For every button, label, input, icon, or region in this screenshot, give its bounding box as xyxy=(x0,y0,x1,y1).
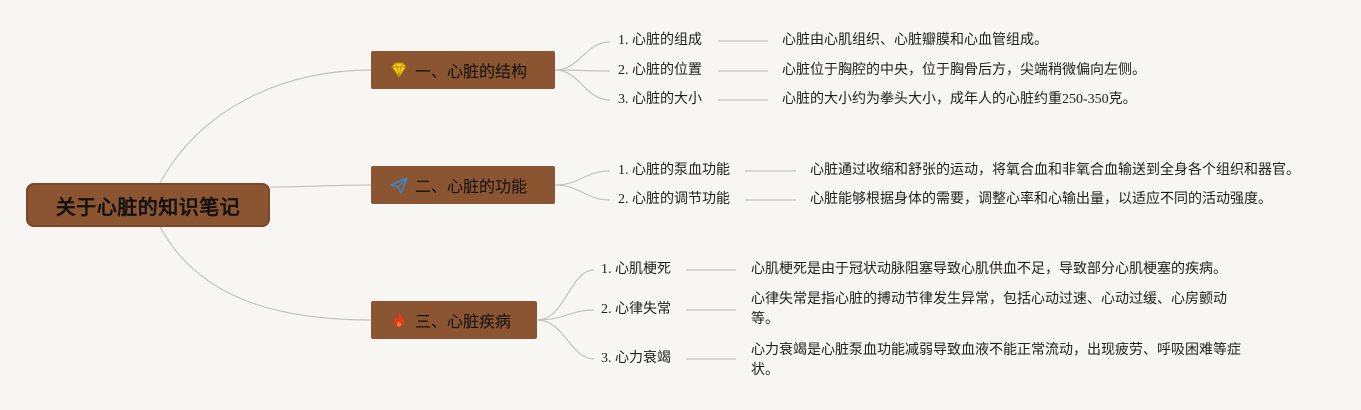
branch-title: 三、心脏疾病 xyxy=(415,312,512,331)
connector-b3-leaf-3 xyxy=(536,319,595,360)
connector-root-branch-1 xyxy=(159,69,373,184)
diamond-icon xyxy=(389,60,409,80)
detail-regulation-function: 心脏能够根据身体的需要，调整心率和心输出量，以适应不同的活动强度。 xyxy=(810,192,1272,207)
connector-root-branch-3 xyxy=(159,226,373,321)
paper-plane-icon xyxy=(389,175,409,195)
leaf-heart-failure[interactable]: 3. 心力衰竭 xyxy=(601,351,671,366)
connector-b2-leaf-2 xyxy=(554,184,611,201)
connector-b1-leaf-1 xyxy=(554,41,611,71)
branch-title: 二、心脏的功能 xyxy=(415,177,528,196)
connector-b3-leaf-1 xyxy=(536,269,595,321)
detail-arrhythmia: 心律失常是指心脏的搏动节律发生异常，包括心动过速、心动过缓、心房颤动等。 xyxy=(751,292,1227,327)
leaf-heart-size[interactable]: 3. 心脏的大小 xyxy=(618,92,702,107)
leaf-regulation-function[interactable]: 2. 心脏的调节功能 xyxy=(618,192,730,207)
branch-title: 一、心脏的结构 xyxy=(415,62,528,81)
leaf-heart-position[interactable]: 2. 心脏的位置 xyxy=(618,63,702,78)
branch-structure[interactable]: 一、心脏的结构 xyxy=(371,51,555,89)
connector-root-branch-2 xyxy=(269,184,373,188)
connector-b2-leaf-1 xyxy=(554,170,611,186)
leaf-heart-composition[interactable]: 1. 心脏的组成 xyxy=(618,33,702,48)
root-topic[interactable]: 关于心脏的知识笔记 xyxy=(26,183,270,227)
detail-pump-function: 心脏通过收缩和舒张的运动，将氧合血和非氧合血输送到全身各个组织和器官。 xyxy=(810,163,1300,178)
leaf-myocardial-infarction[interactable]: 1. 心肌梗死 xyxy=(601,262,671,277)
branch-diseases[interactable]: 三、心脏疾病 xyxy=(371,301,537,339)
detail-heart-failure: 心力衰竭是心脏泵血功能减弱导致血液不能正常流动，出现疲劳、呼吸困难等症状。 xyxy=(751,343,1241,378)
leaf-arrhythmia[interactable]: 2. 心律失常 xyxy=(601,302,671,317)
branch-function[interactable]: 二、心脏的功能 xyxy=(371,166,555,204)
root-title: 关于心脏的知识笔记 xyxy=(55,194,241,219)
leaf-pump-function[interactable]: 1. 心脏的泵血功能 xyxy=(618,163,730,178)
flame-icon xyxy=(389,310,409,330)
connector-b3-leaf-2 xyxy=(536,309,595,321)
connector-b1-leaf-3 xyxy=(554,69,611,101)
detail-myocardial-infarction: 心肌梗死是由于冠状动脉阻塞导致心肌供血不足，导致部分心肌梗塞的疾病。 xyxy=(751,262,1227,277)
detail-heart-position: 心脏位于胸腔的中央，位于胸骨后方，尖端稍微偏向左侧。 xyxy=(782,63,1146,78)
detail-heart-composition: 心脏由心肌组织、心脏瓣膜和心血管组成。 xyxy=(782,33,1048,48)
detail-heart-size: 心脏的大小约为拳头大小，成年人的心脏约重250-350克。 xyxy=(782,92,1137,107)
